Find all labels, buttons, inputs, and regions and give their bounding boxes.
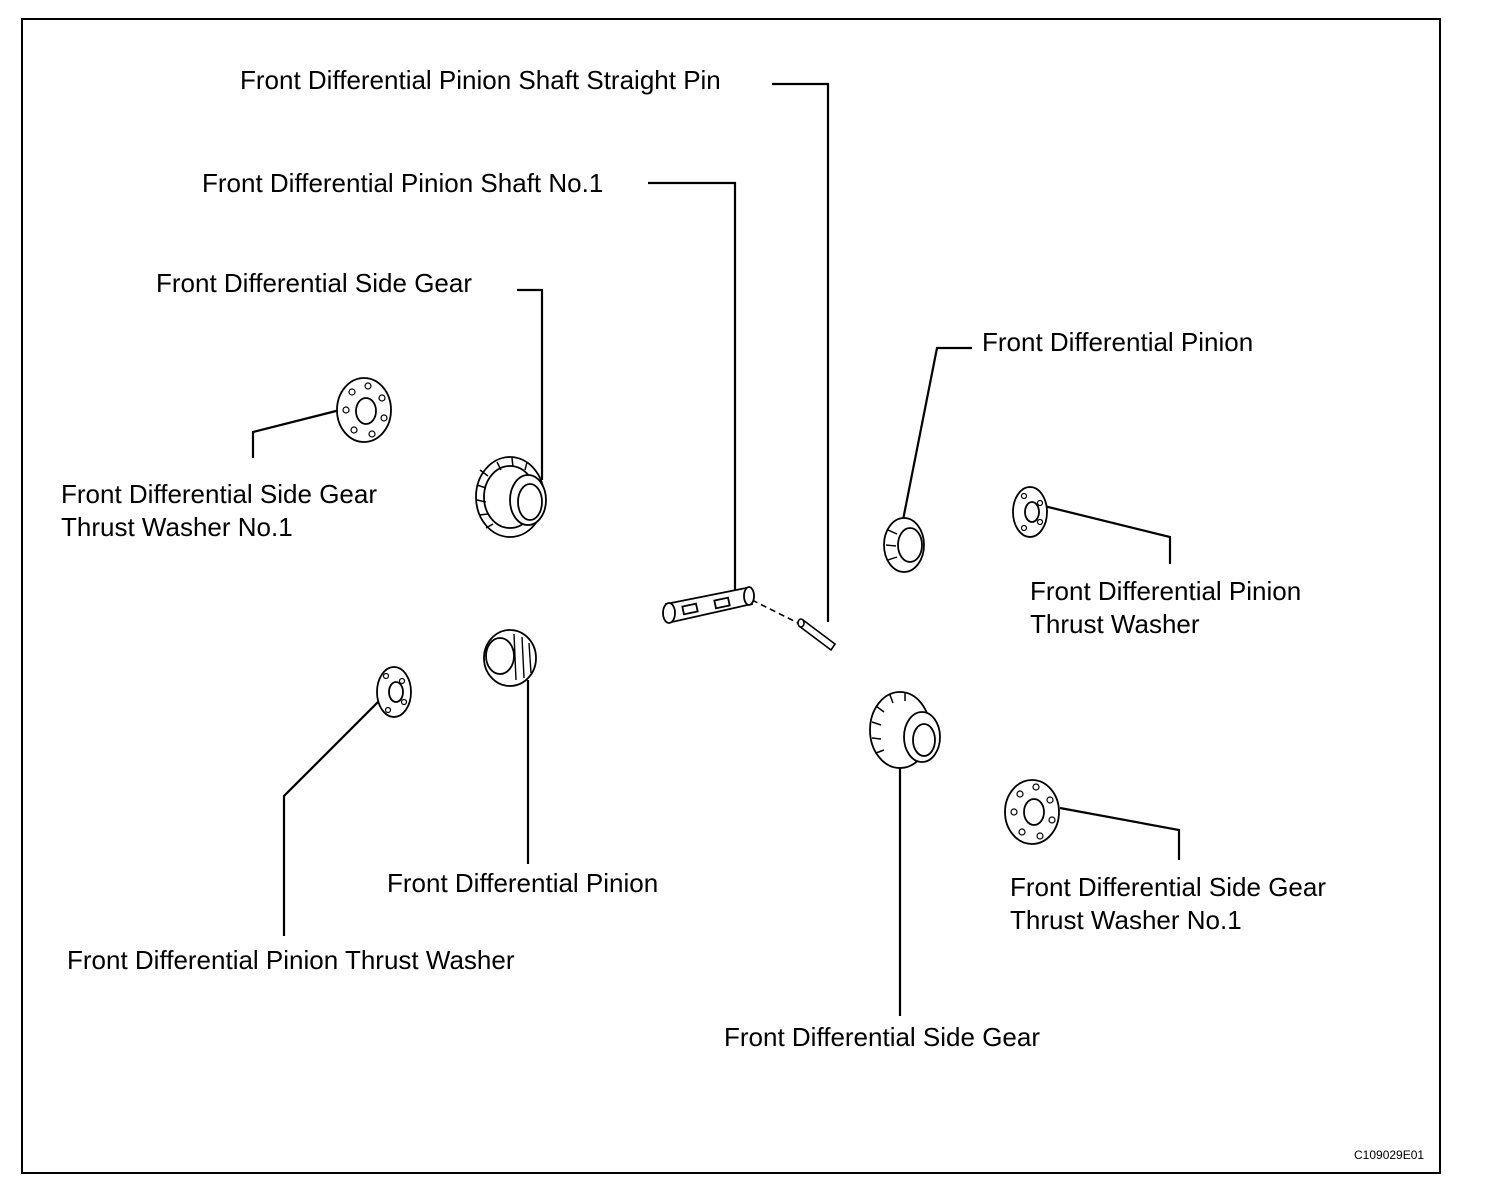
side-washer-left-part bbox=[336, 377, 392, 443]
leader-pinion-washer-left bbox=[282, 699, 381, 936]
pinion-shaft-part bbox=[662, 586, 755, 624]
pinion-washer-right-part bbox=[1012, 486, 1048, 538]
label-side-washer-left-line2: Thrust Washer No.1 bbox=[61, 512, 293, 542]
label-side-gear-right: Front Differential Side Gear bbox=[724, 1022, 1040, 1052]
leader-pinion-washer-right bbox=[1039, 503, 1172, 564]
label-straight-pin: Front Differential Pinion Shaft Straight… bbox=[240, 65, 721, 95]
figure-code: C109029E01 bbox=[1354, 1148, 1425, 1162]
leader-straight-pin bbox=[772, 82, 830, 622]
label-side-gear-left: Front Differential Side Gear bbox=[156, 268, 472, 298]
pinion-washer-left-part bbox=[376, 666, 412, 718]
label-pinion-left: Front Differential Pinion bbox=[387, 868, 659, 898]
label-pinion-right: Front Differential Pinion bbox=[982, 327, 1254, 357]
label-pinion-washer-left: Front Differential Pinion Thrust Washer bbox=[67, 945, 515, 975]
label-side-washer-right-line1: Front Differential Side Gear bbox=[1010, 872, 1326, 902]
label-pinion-washer-right-line1: Front Differential Pinion bbox=[1030, 576, 1302, 606]
pinion-left-part bbox=[483, 629, 537, 687]
straight-pin-part bbox=[797, 618, 837, 652]
assembly-dashed-line bbox=[751, 599, 801, 625]
label-pinion-washer-right-line2: Thrust Washer bbox=[1030, 609, 1200, 639]
leader-pinion-shaft bbox=[648, 181, 737, 590]
leader-side-washer-left bbox=[251, 408, 341, 458]
label-side-washer-left-line1: Front Differential Side Gear bbox=[61, 479, 377, 509]
leader-side-gear-left bbox=[517, 288, 544, 480]
side-gear-right-part bbox=[869, 691, 941, 769]
label-pinion-shaft: Front Differential Pinion Shaft No.1 bbox=[202, 168, 604, 198]
side-washer-right-part bbox=[1004, 779, 1060, 845]
pinion-right-part bbox=[883, 517, 925, 573]
leader-side-washer-right bbox=[1059, 806, 1181, 860]
leader-pinion-right bbox=[901, 346, 972, 521]
side-gear-left-part bbox=[475, 456, 547, 538]
label-side-washer-right-line2: Thrust Washer No.1 bbox=[1010, 905, 1242, 935]
